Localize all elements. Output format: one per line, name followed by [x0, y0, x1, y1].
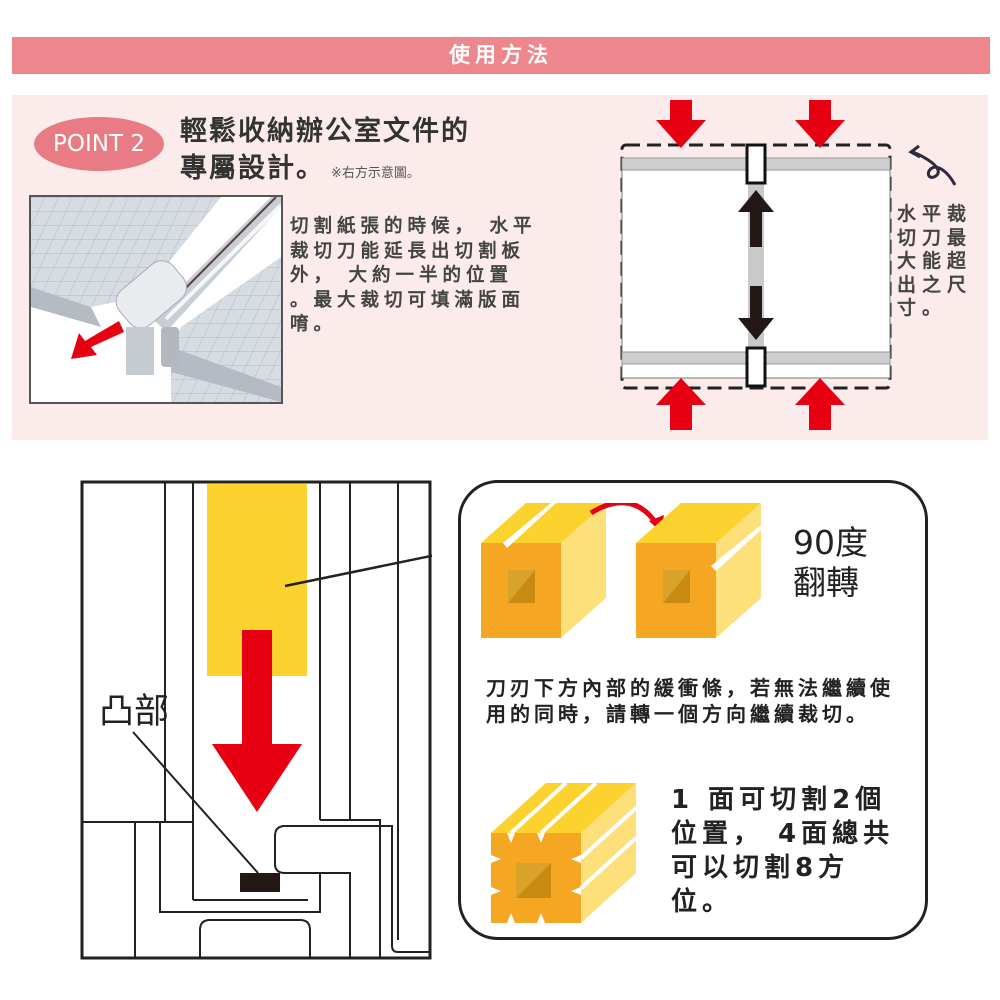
section-title: 使用方法 — [449, 43, 553, 67]
callout-box: 90度 翻轉 刀刃下方內部的緩衝條，若無法繼續使用的同時，請轉一個方向繼續裁切。… — [458, 480, 928, 940]
leader-line — [284, 554, 432, 588]
point-badge: POINT 2 — [34, 117, 164, 171]
cutter-top-diagram — [620, 100, 892, 430]
rotate-label-line-2: 翻轉 — [793, 563, 859, 602]
cutter-photo — [29, 195, 283, 404]
double-arrow-icon — [738, 190, 774, 340]
leader-line — [132, 731, 259, 874]
curly-arrow-icon — [908, 144, 957, 186]
side-note: 水平裁切刀最大能超出之尺寸。 — [897, 203, 973, 319]
arrow-icon — [71, 321, 124, 359]
header-bar: 使用方法 — [12, 37, 990, 74]
convex-label: 凸部 — [99, 692, 170, 732]
blade-holder-top — [745, 143, 767, 185]
four-sided-block — [491, 783, 638, 923]
rotate-label: 90度 翻轉 — [793, 523, 868, 603]
arrow-icon — [656, 100, 845, 430]
heading-line-2: 專屬設計。 — [180, 153, 325, 184]
point-heading: 輕鬆收納辦公室文件的 專屬設計。 ※右方示意圖。 — [180, 113, 470, 192]
rotate-illustration — [481, 503, 761, 638]
point-description: 切割紙張的時候， 水平裁切刀能延長出切割板外， 大約一半的位置 。最大裁切可填滿… — [290, 216, 537, 335]
block-before — [481, 503, 606, 638]
blade-holder-bottom — [745, 346, 767, 388]
callout-count-text: 1 面可切割2個位置， 4面總共可以切割8方位。 — [671, 785, 895, 917]
callout-description: 刀刃下方內部的緩衝條，若無法繼續使用的同時，請轉一個方向繼續裁切。 — [486, 676, 894, 726]
point-panel: POINT 2 輕鬆收納辦公室文件的 專屬設計。 ※右方示意圖。 — [12, 95, 988, 440]
mechanism-diagram — [80, 480, 432, 960]
heading-line-1: 輕鬆收納辦公室文件的 — [180, 116, 470, 147]
heading-note: ※右方示意圖。 — [331, 166, 420, 181]
block-after — [636, 503, 761, 638]
rotate-label-line-1: 90度 — [793, 523, 868, 562]
arrow-icon — [212, 630, 302, 812]
convex-part — [240, 873, 280, 892]
